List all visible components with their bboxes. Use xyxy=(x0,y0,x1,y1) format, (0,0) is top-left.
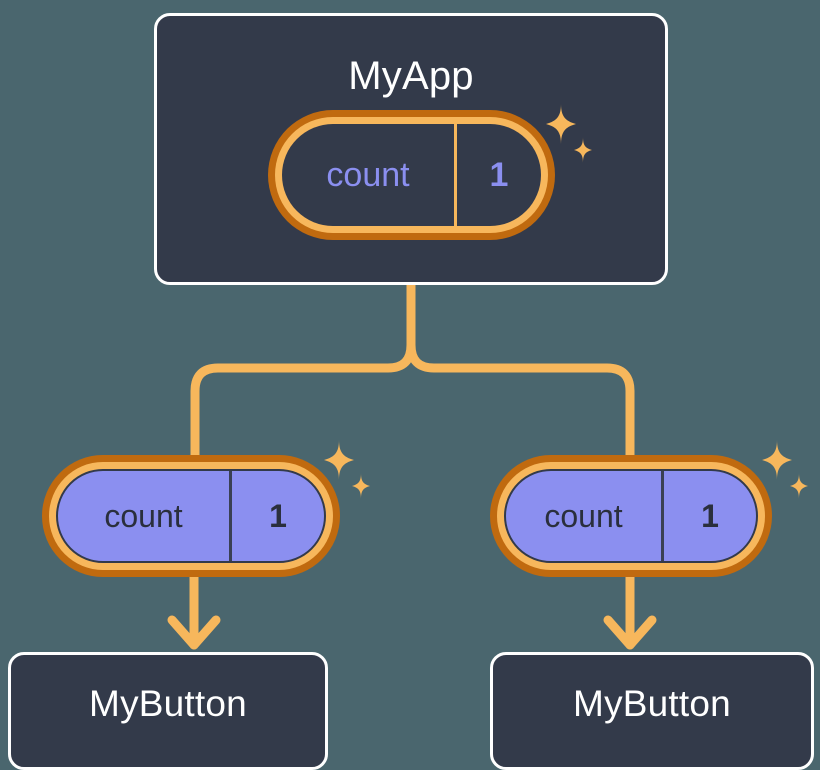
arrow-right-head-icon xyxy=(603,615,657,650)
state-pill-child-right[interactable]: count 1 xyxy=(490,455,772,577)
component-label-myapp: MyApp xyxy=(348,54,474,98)
connector-tree-path-right xyxy=(406,280,635,460)
state-pill-inner-ring: count 1 xyxy=(275,117,548,233)
state-pill-inner-ring: count 1 xyxy=(49,462,333,570)
state-pill-child-left[interactable]: count 1 xyxy=(42,455,340,577)
component-card-mybutton-right[interactable]: MyButton xyxy=(490,652,814,770)
state-pill-inner-ring: count 1 xyxy=(497,462,765,570)
state-key-label: count xyxy=(282,124,457,226)
sparkle-icon xyxy=(762,440,792,480)
state-pill-body: count 1 xyxy=(504,469,758,563)
state-pill-body: count 1 xyxy=(282,124,541,226)
sparkle-icon xyxy=(324,440,354,480)
state-pill-root[interactable]: count 1 xyxy=(268,110,555,240)
state-key-label: count xyxy=(506,471,664,561)
state-value-label: 1 xyxy=(701,497,719,534)
arrow-left-head-icon xyxy=(167,615,221,650)
component-label-mybutton: MyButton xyxy=(573,683,731,724)
state-pill-body: count 1 xyxy=(56,469,326,563)
sparkle-icon-small xyxy=(790,473,808,499)
state-key-label: count xyxy=(58,471,232,561)
state-value-label: 1 xyxy=(269,497,287,534)
sparkle-icon-small xyxy=(352,473,370,499)
state-value-label: 1 xyxy=(489,155,509,194)
component-card-mybutton-left[interactable]: MyButton xyxy=(8,652,328,770)
component-label-mybutton: MyButton xyxy=(89,683,247,724)
connector-tree-path xyxy=(190,280,416,460)
